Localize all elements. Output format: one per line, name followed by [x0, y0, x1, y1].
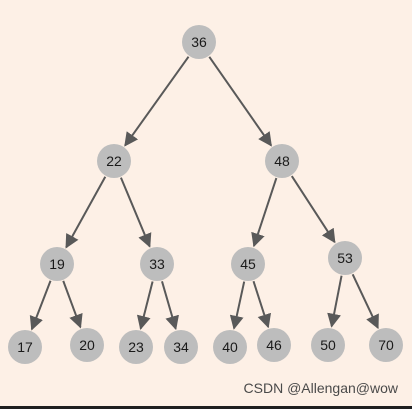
tree-node-19: 19 — [40, 247, 74, 281]
edge-n48-to-n45 — [251, 177, 278, 248]
edge-n19-to-n20 — [62, 280, 83, 329]
node-label-17: 17 — [17, 339, 33, 355]
node-circle-40 — [213, 330, 247, 364]
node-label-46: 46 — [266, 337, 282, 353]
tree-node-40: 40 — [213, 330, 247, 364]
tree-node-22: 22 — [97, 144, 131, 178]
edge-n45-to-n40 — [229, 281, 246, 330]
node-circle-53 — [328, 241, 362, 275]
tree-node-70: 70 — [369, 328, 403, 362]
node-label-45: 45 — [240, 256, 256, 272]
edge-n36-to-n48 — [208, 56, 272, 147]
node-label-33: 33 — [149, 256, 165, 272]
node-circle-46 — [257, 328, 291, 362]
node-circle-22 — [97, 144, 131, 178]
node-label-22: 22 — [106, 153, 122, 169]
node-label-53: 53 — [337, 250, 353, 266]
tree-node-23: 23 — [119, 330, 153, 364]
edge-n33-to-n23 — [136, 281, 154, 330]
edge-n36-to-n22 — [124, 56, 190, 147]
node-label-23: 23 — [128, 339, 144, 355]
node-label-19: 19 — [49, 256, 65, 272]
node-circle-70 — [369, 328, 403, 362]
node-circle-17 — [8, 330, 42, 364]
tree-node-34: 34 — [164, 330, 198, 364]
node-label-50: 50 — [320, 337, 336, 353]
tree-node-33: 33 — [140, 247, 174, 281]
node-label-48: 48 — [274, 153, 290, 169]
node-label-20: 20 — [79, 337, 95, 353]
node-label-36: 36 — [191, 34, 207, 50]
node-label-70: 70 — [378, 337, 394, 353]
edge-n22-to-n19 — [65, 176, 107, 249]
node-circle-48 — [265, 144, 299, 178]
edges-layer — [29, 56, 379, 331]
node-circle-36 — [182, 25, 216, 59]
tree-node-48: 48 — [265, 144, 299, 178]
node-label-34: 34 — [173, 339, 189, 355]
tree-node-36: 36 — [182, 25, 216, 59]
tree-node-50: 50 — [311, 328, 345, 362]
node-circle-23 — [119, 330, 153, 364]
edge-n53-to-n70 — [351, 273, 379, 330]
tree-node-17: 17 — [8, 330, 42, 364]
edge-n48-to-n53 — [290, 175, 336, 244]
tree-node-45: 45 — [231, 247, 265, 281]
edge-n53-to-n50 — [327, 275, 343, 328]
edge-n45-to-n46 — [252, 280, 272, 329]
node-circle-20 — [70, 328, 104, 362]
node-circle-45 — [231, 247, 265, 281]
tree-node-20: 20 — [70, 328, 104, 362]
edge-n19-to-n17 — [29, 280, 52, 331]
node-label-40: 40 — [222, 339, 238, 355]
node-circle-34 — [164, 330, 198, 364]
edge-n33-to-n34 — [161, 281, 179, 331]
node-circle-50 — [311, 328, 345, 362]
nodes-layer: 36 22 48 19 33 45 53 17 20 23 34 40 46 50 70 — [8, 25, 403, 364]
node-circle-33 — [140, 247, 174, 281]
tree-node-46: 46 — [257, 328, 291, 362]
tree-node-53: 53 — [328, 241, 362, 275]
watermark-text: CSDN @Allengan@wow — [243, 380, 398, 396]
edge-n22-to-n33 — [120, 177, 152, 248]
node-circle-19 — [40, 247, 74, 281]
